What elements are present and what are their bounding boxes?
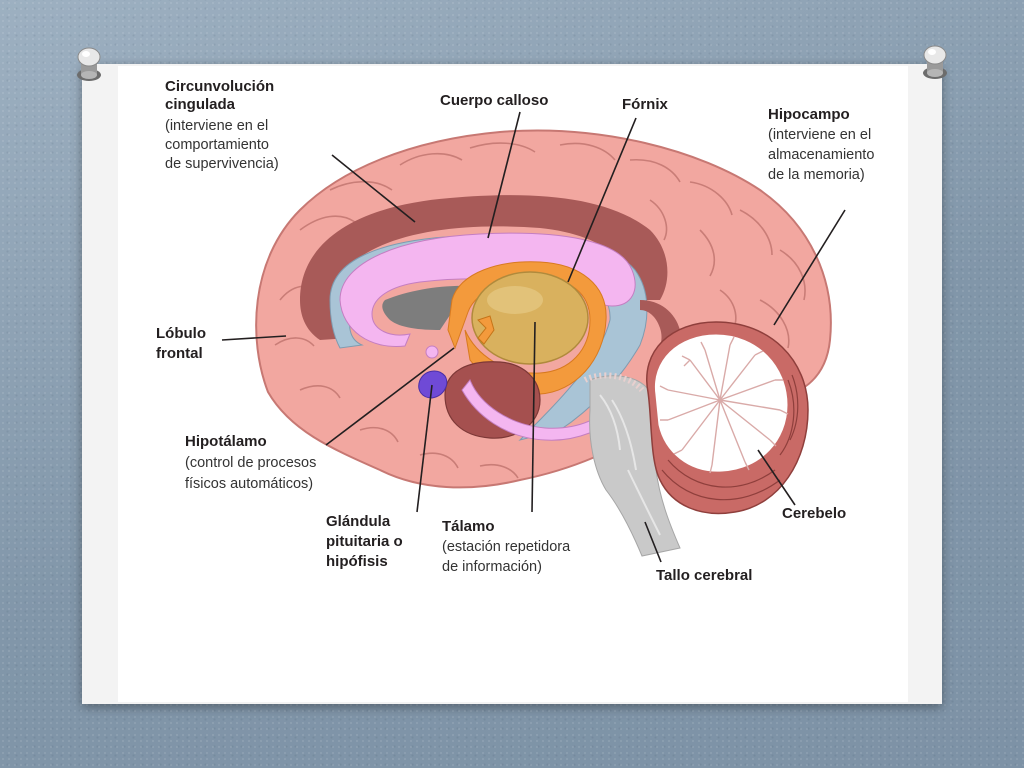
label-pituitary-2: pituitaria o xyxy=(326,533,403,550)
label-cerebellum: Cerebelo xyxy=(782,505,846,522)
pushpin-icon xyxy=(77,47,101,81)
leader-lines xyxy=(221,111,846,563)
label-thalamus-desc-1: (estación repetidora xyxy=(442,539,571,555)
cingulate-gyrus xyxy=(300,195,668,340)
label-cingulate-desc-2: comportamiento xyxy=(165,137,269,153)
label-frontal-lobe-1: Lóbulo xyxy=(156,325,206,342)
label-hypothalamus-desc-1: (control de procesos xyxy=(185,455,316,471)
label-hypothalamus: Hipotálamo xyxy=(185,433,267,450)
label-hippocampus: Hipocampo xyxy=(768,106,850,123)
label-cingulate-desc-3: de supervivencia) xyxy=(165,156,279,172)
label-thalamus: Tálamo xyxy=(442,518,495,535)
label-fornix: Fórnix xyxy=(622,96,668,113)
label-pituitary-1: Glándula xyxy=(326,513,391,530)
cerebellum xyxy=(646,321,809,515)
label-hippocampus-desc-2: almacenamiento xyxy=(768,147,874,163)
label-pituitary-3: hipófisis xyxy=(326,553,388,570)
label-cingulate-title-2: cingulada xyxy=(165,96,236,113)
label-frontal-lobe-2: frontal xyxy=(156,345,203,362)
gyri-texture xyxy=(274,142,806,479)
label-cingulate-desc-1: (interviene en el xyxy=(165,118,268,134)
label-hippocampus-desc-1: (interviene en el xyxy=(768,127,871,143)
septum xyxy=(382,285,470,330)
label-hippocampus-desc-3: de la memoria) xyxy=(768,167,865,183)
pushpin-icon xyxy=(923,45,947,79)
label-corpus-callosum: Cuerpo calloso xyxy=(440,92,548,109)
pituitary-gland xyxy=(418,370,448,399)
label-brainstem: Tallo cerebral xyxy=(656,567,752,584)
label-cingulate-title-1: Circunvolución xyxy=(165,78,274,95)
label-hypothalamus-desc-2: físicos automáticos) xyxy=(185,476,313,492)
label-thalamus-desc-2: de información) xyxy=(442,559,542,575)
